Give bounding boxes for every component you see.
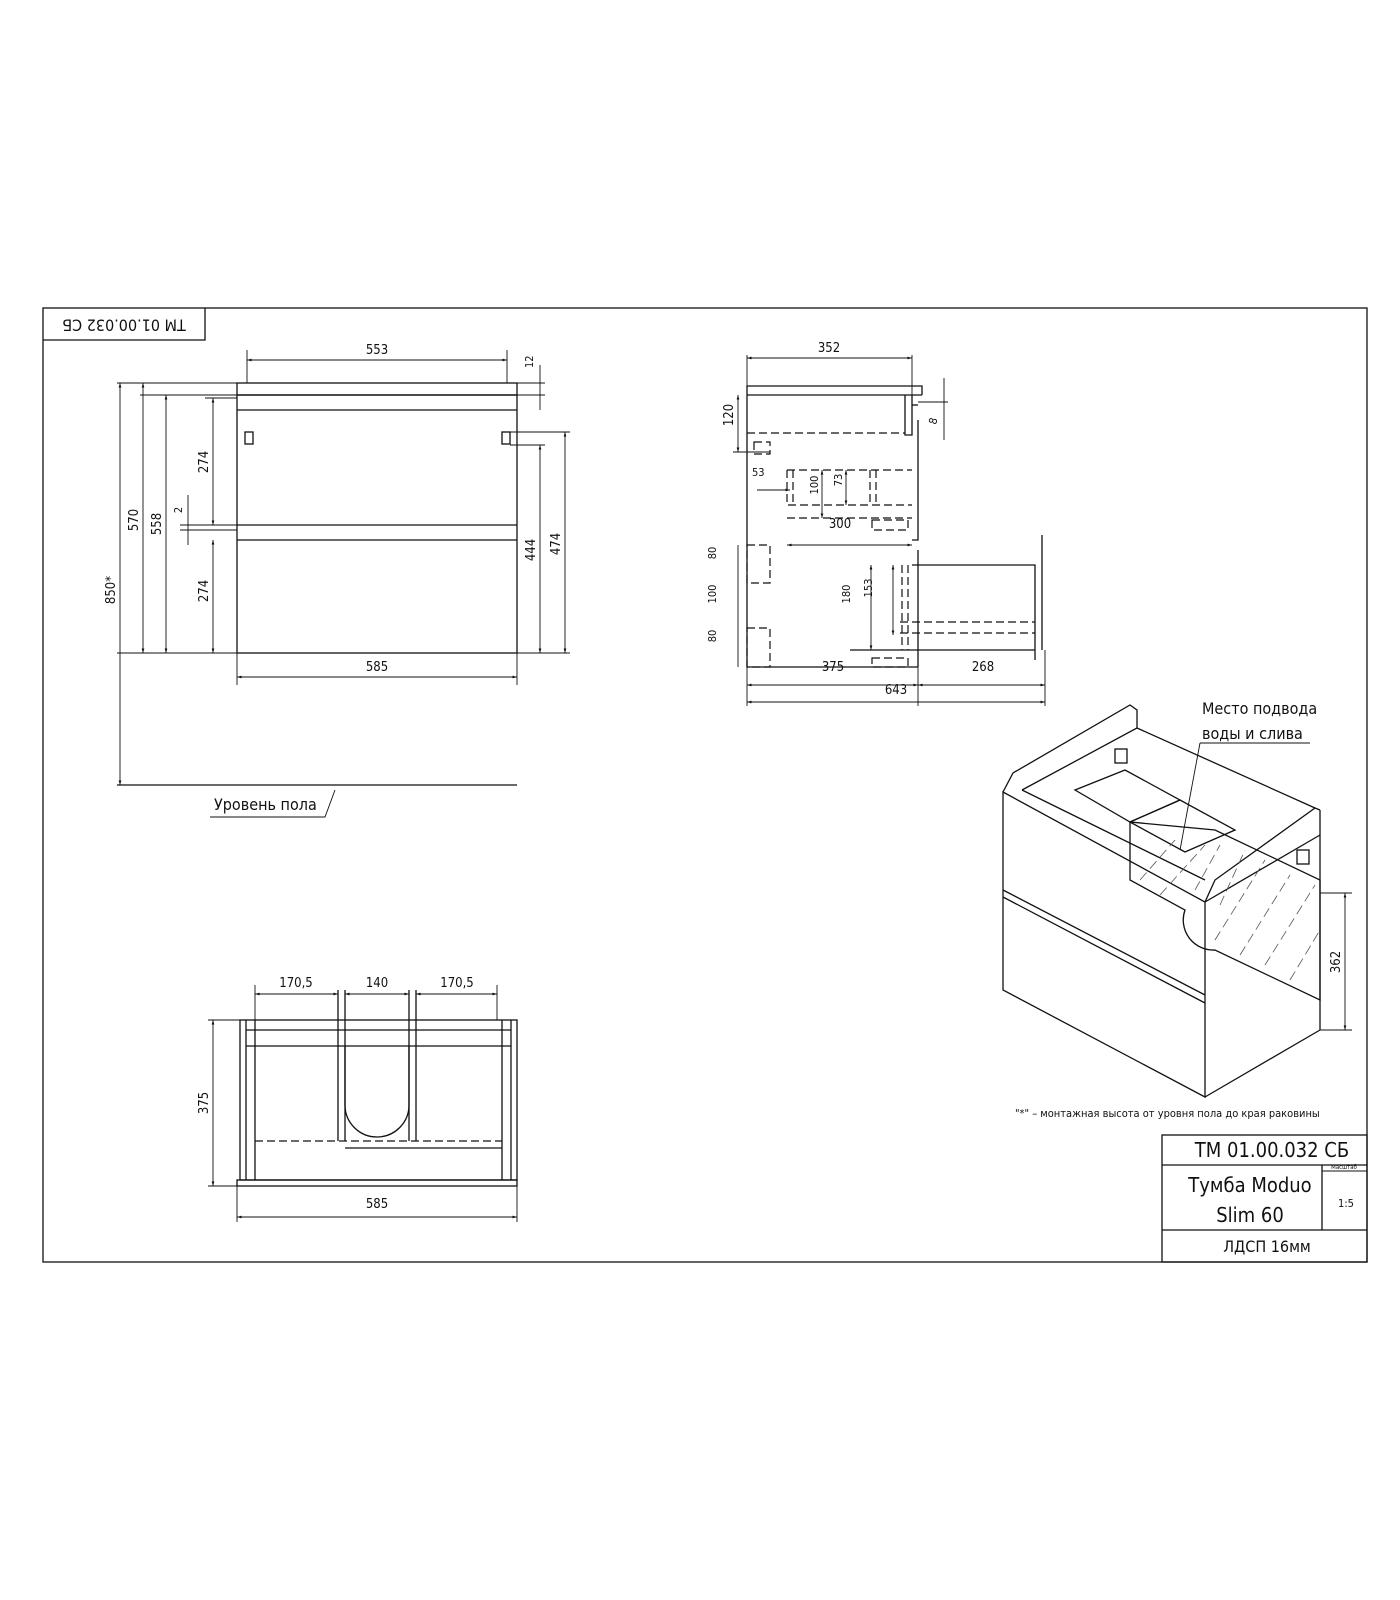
dim-268: 268 <box>972 660 994 675</box>
dim-274-top: 274 <box>197 451 212 473</box>
title-line2: Slim 60 <box>1216 1203 1284 1227</box>
dim-153: 153 <box>862 579 875 598</box>
dim-180: 180 <box>840 585 853 604</box>
title-block: ТМ 01.00.032 СБ Тумба Moduo Slim 60 Масш… <box>1161 1134 1368 1263</box>
scale-label: Масштаб <box>1331 1164 1357 1171</box>
dim-12: 12 <box>523 355 536 368</box>
dim-585-front: 585 <box>366 660 388 675</box>
dim-53: 53 <box>752 466 765 479</box>
material: ЛДСП 16мм <box>1223 1237 1311 1256</box>
front-view: 553 12 585 850* 570 558 274 274 2 444 47… <box>104 343 570 818</box>
water-supply-callout-line2: воды и слива <box>1202 724 1303 743</box>
dim-120: 120 <box>722 404 737 426</box>
dim-570: 570 <box>127 509 142 531</box>
floor-level-label: Уровень пола <box>214 795 317 814</box>
dim-558: 558 <box>150 513 165 535</box>
dim-375-side: 375 <box>822 660 844 675</box>
drawing-frame <box>42 307 1368 1263</box>
dim-140: 140 <box>366 976 388 991</box>
dim-850: 850* <box>104 576 119 604</box>
dim-80-lower: 80 <box>706 630 719 643</box>
scale-value: 1:5 <box>1338 1197 1354 1210</box>
rotated-code-box: ТМ 01.00.032 СБ <box>43 308 206 341</box>
water-supply-callout-line1: Место подвода <box>1202 699 1317 718</box>
dim-2: 2 <box>172 507 185 513</box>
dim-375-top: 375 <box>197 1092 212 1114</box>
drawing-code: ТМ 01.00.032 СБ <box>1194 1138 1349 1162</box>
dim-100-middle: 100 <box>706 585 719 604</box>
dim-352: 352 <box>818 341 840 356</box>
isometric-view: Место подвода воды и слива 362 <box>1002 699 1352 1099</box>
dim-474: 474 <box>549 533 564 555</box>
dim-73: 73 <box>832 474 845 487</box>
dim-643: 643 <box>885 683 907 698</box>
side-view: 352 120 8 53 100 73 300 80 100 80 180 15… <box>706 341 1046 706</box>
dim-444: 444 <box>524 539 539 561</box>
dim-362: 362 <box>1329 951 1344 973</box>
dim-170-5-left: 170,5 <box>279 976 312 991</box>
mounting-height-note: "*" – монтажная высота от уровня пола до… <box>1015 1107 1320 1120</box>
dim-585-top: 585 <box>366 1197 388 1212</box>
dim-100-upper: 100 <box>808 476 821 495</box>
dim-553: 553 <box>366 343 388 358</box>
rotated-drawing-code: ТМ 01.00.032 СБ <box>62 316 187 335</box>
dim-8: 8 <box>926 416 940 425</box>
dim-80-upper: 80 <box>706 547 719 560</box>
dim-300: 300 <box>829 517 851 532</box>
dim-170-5-right: 170,5 <box>440 976 473 991</box>
title-line1: Тумба Moduo <box>1187 1173 1311 1197</box>
top-view: 170,5 140 170,5 375 585 <box>197 976 518 1222</box>
dim-274-bottom: 274 <box>197 580 212 602</box>
